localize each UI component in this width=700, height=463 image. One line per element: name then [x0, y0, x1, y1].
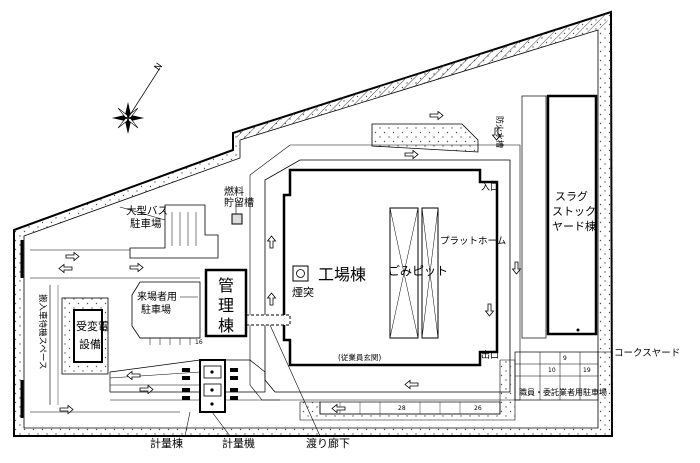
substation-label-2: 設備 — [79, 337, 101, 351]
chimney — [292, 265, 309, 282]
weigh-machine-label: 計量機 — [222, 436, 255, 450]
fuel-tank — [231, 213, 243, 225]
boundary-hatch — [233, 12, 611, 140]
slag-yard-road — [521, 95, 547, 339]
admin-label-1: 管 — [218, 276, 234, 295]
top-green-strip — [371, 123, 479, 153]
vehicle-wait-label: 搬入車待機スペース — [37, 294, 48, 369]
bus-label-2: 駐車場 — [130, 217, 162, 230]
slag-stock-yard — [546, 94, 598, 336]
slag-label-2: ストック — [552, 205, 596, 218]
north-label: N — [153, 62, 165, 73]
right-lot-right-count: 19 — [583, 367, 591, 374]
exit-label: 出口 — [481, 349, 499, 361]
bus-parking — [129, 204, 219, 259]
substation — [73, 309, 103, 363]
bus-label-1: 大型バス — [126, 204, 168, 217]
visitor-label-1: 来場者用 — [137, 290, 177, 303]
admin-building — [204, 268, 248, 338]
fuel-label-1: 燃料 — [224, 185, 244, 198]
factory-label: 工場棟 — [318, 265, 366, 284]
admin-parking-count: 16 — [195, 339, 203, 346]
garbage-pit-label: ごみピット — [388, 263, 448, 278]
substation-label-1: 受変電 — [76, 319, 109, 333]
corridor-label: 渡り廊下 — [306, 436, 350, 450]
entrance-label: 入口 — [481, 182, 499, 193]
bottom-lot-b-count: 26 — [474, 405, 482, 412]
visitor-label-2: 駐車場 — [141, 303, 171, 316]
fuel-label-2: 貯留槽 — [224, 196, 254, 209]
staff-parking-label: 職員・委託業者用駐車場 — [519, 387, 607, 397]
platform-label: プラットホーム — [440, 236, 506, 247]
employee-entrance-label: (従業員玄関) — [338, 352, 381, 362]
traffic-arrows — [58, 110, 522, 415]
bottom-green-strip — [299, 359, 516, 421]
chimney-label: 煙突 — [292, 285, 314, 299]
slag-label-1: スラグ — [555, 189, 588, 203]
weigh-building-label: 計量棟 — [150, 436, 183, 450]
admin-label-3: 棟 — [218, 316, 234, 335]
slag-label-3: ヤード棟 — [552, 219, 596, 233]
admin-label-2: 理 — [218, 296, 234, 315]
ring-road — [264, 159, 511, 393]
weighing-machines — [182, 368, 238, 400]
right-lot-left-count: 10 — [548, 367, 556, 374]
corridor — [245, 314, 291, 326]
fire-tank-label: 防火水槽 — [495, 116, 505, 148]
coke-yard-label: コークスヤード — [614, 348, 680, 359]
right-lot-top-count: 9 — [563, 355, 567, 362]
compass-rose — [112, 67, 161, 134]
bottom-lot-a-count: 28 — [398, 405, 406, 412]
